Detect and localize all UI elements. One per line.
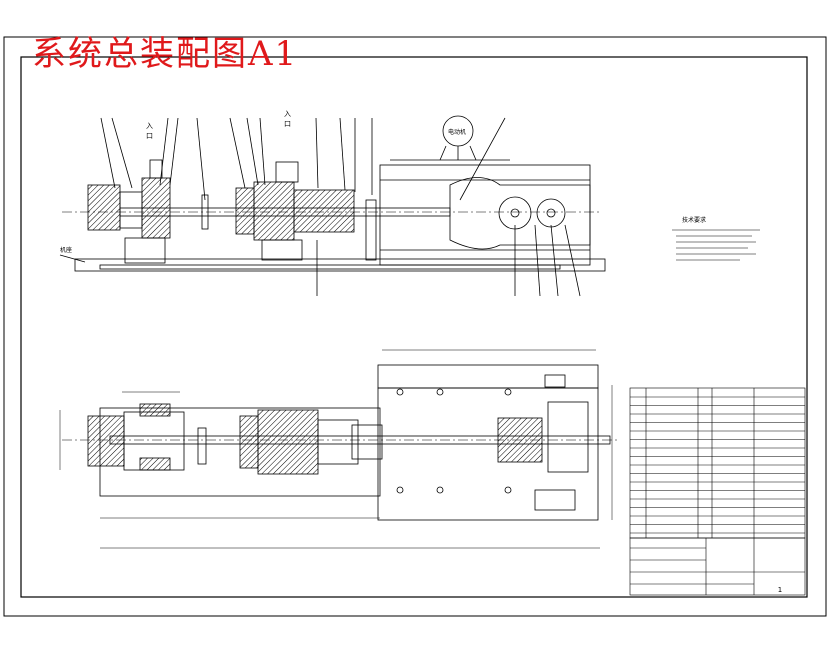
bottom-plan-view — [59, 349, 620, 549]
title-block — [629, 537, 806, 596]
technical-requirements: 技术要求 — [672, 216, 760, 261]
frame-label: 机座 — [60, 246, 72, 254]
inlet-label-1b: 口 — [146, 132, 153, 140]
parts-list-table — [629, 387, 806, 539]
motor-label: 电动机 — [448, 128, 466, 136]
inlet-label-1: 入 — [146, 122, 153, 130]
outer-border — [3, 36, 827, 617]
svg-text:技术要求: 技术要求 — [682, 216, 706, 224]
overlay-title: 系统总装配图A1 — [32, 34, 299, 74]
sheet-number: 1 — [778, 586, 782, 594]
inlet-label-2: 入 — [284, 110, 291, 118]
inner-border — [20, 56, 808, 598]
top-section-view — [59, 115, 606, 297]
inlet-label-2b: 口 — [284, 120, 291, 128]
